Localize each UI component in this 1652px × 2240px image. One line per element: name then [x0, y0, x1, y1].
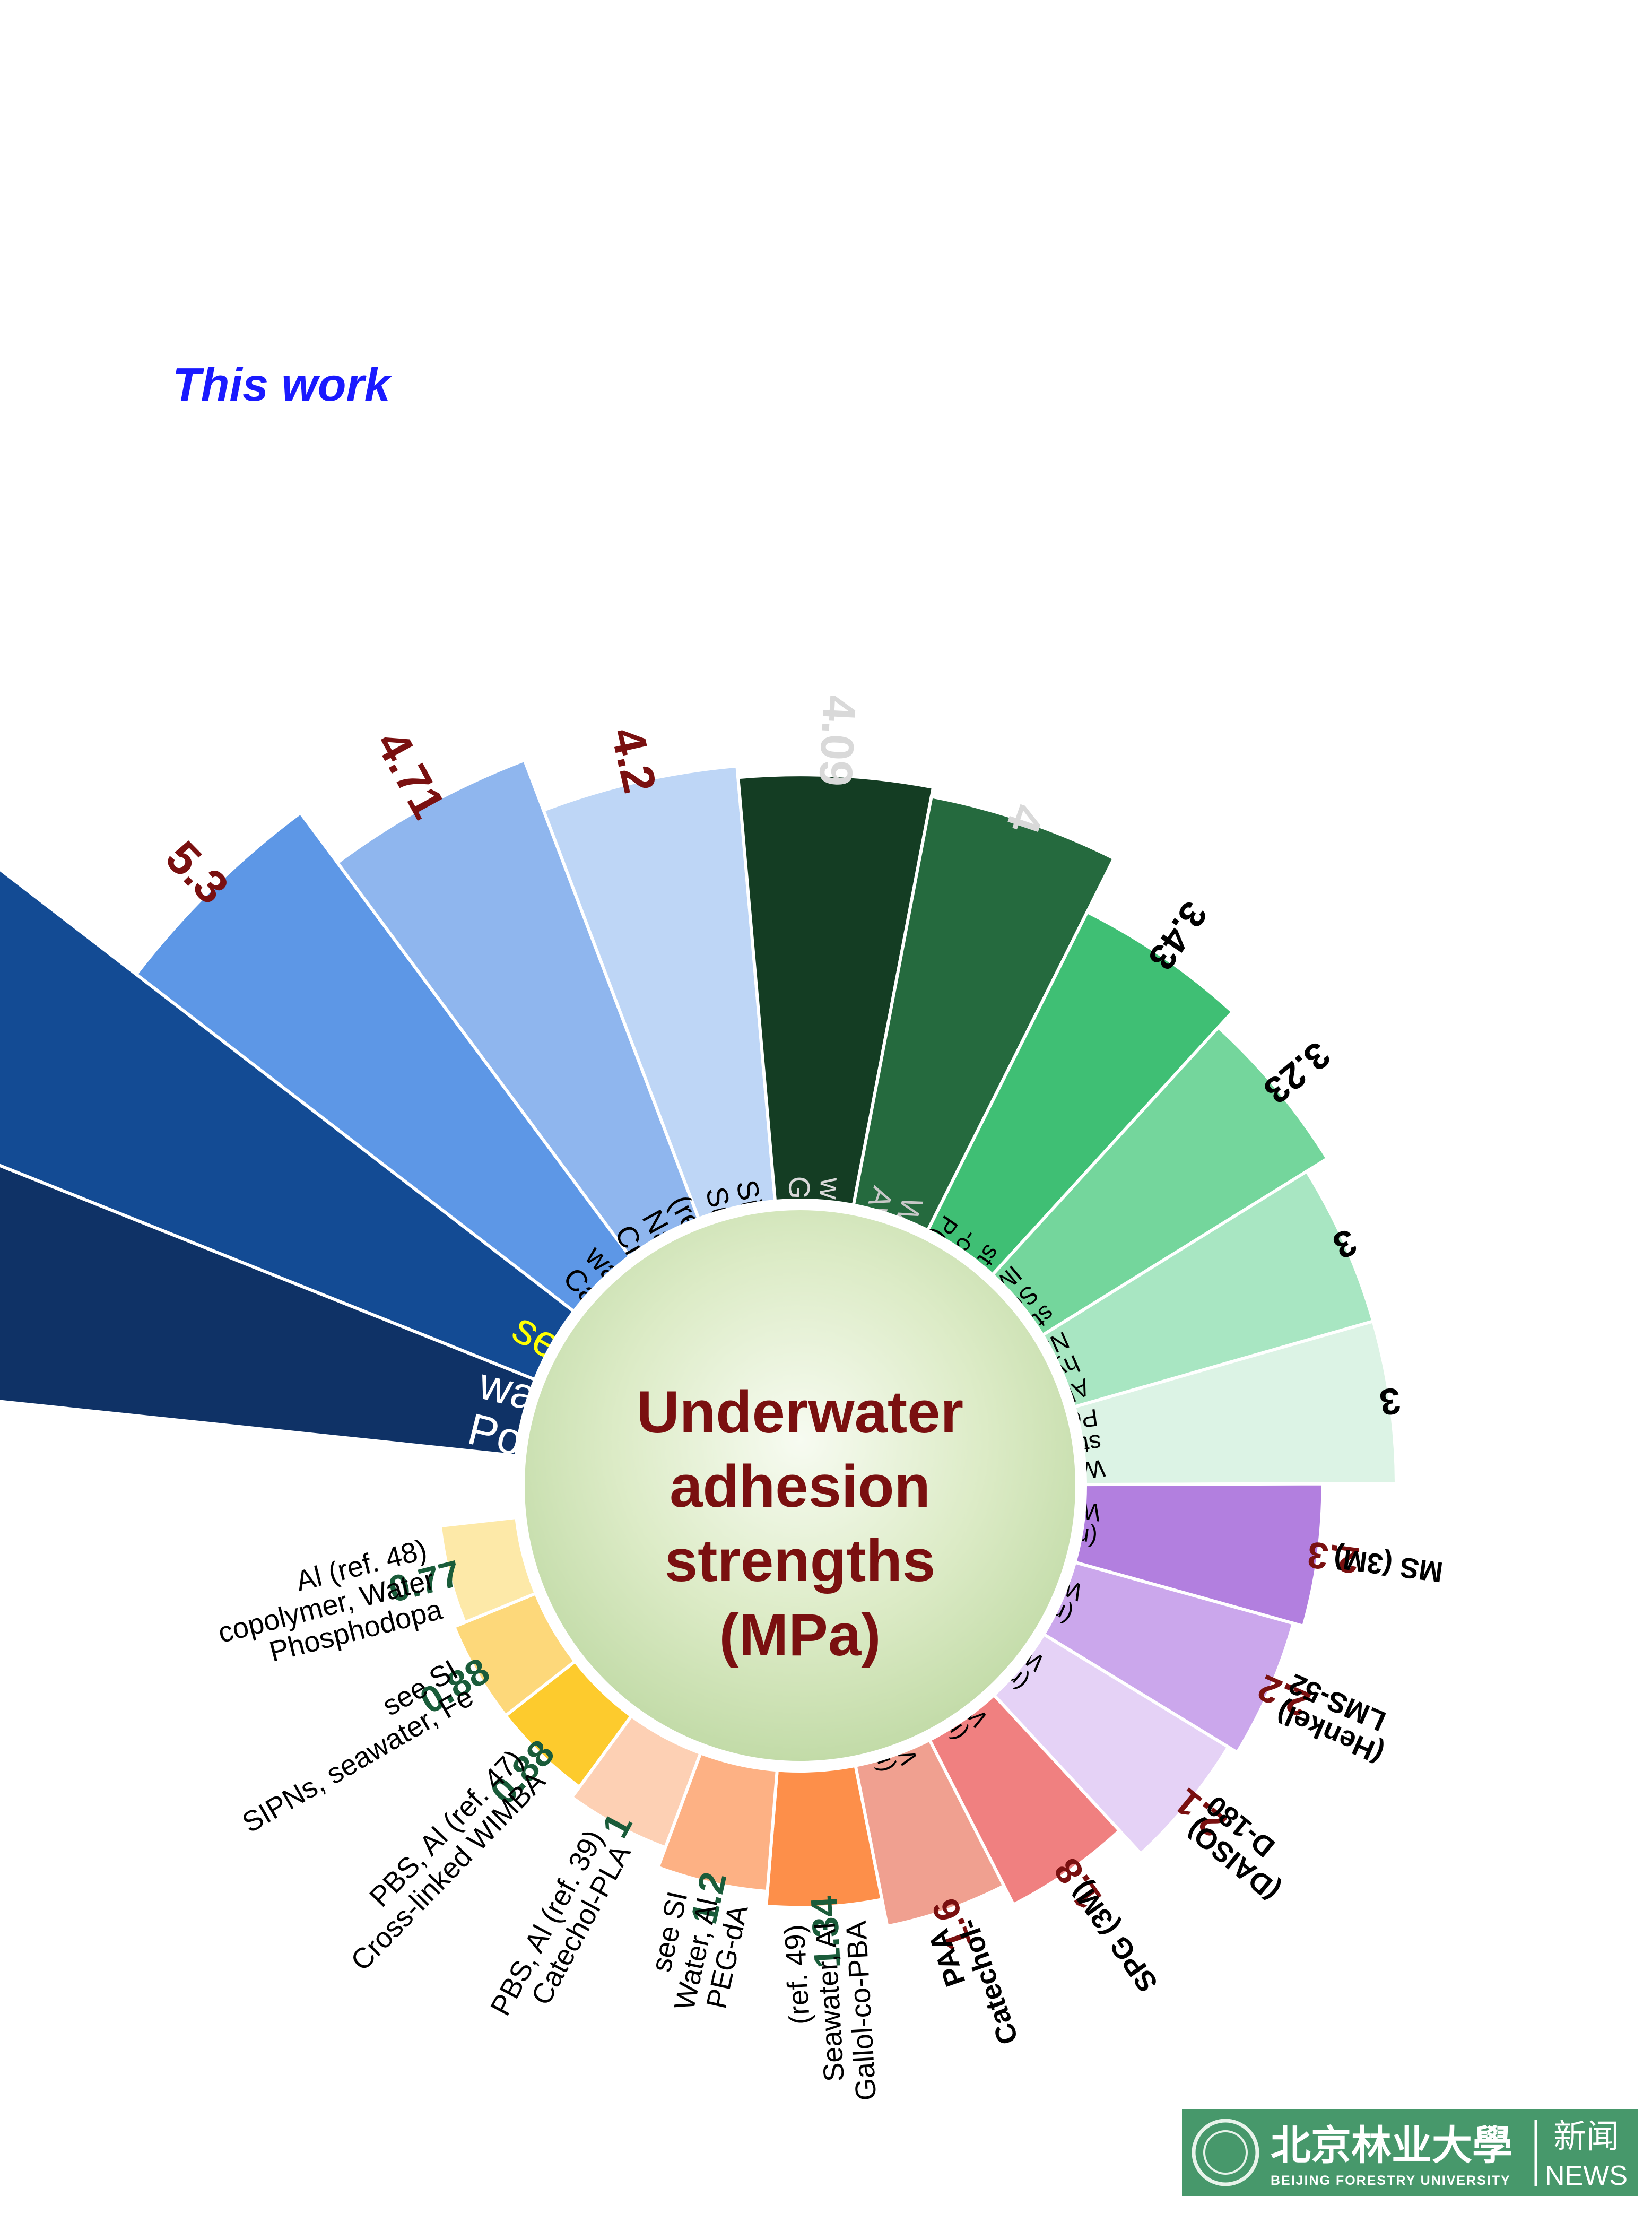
university-seal-icon: [1192, 2119, 1259, 2186]
chart-title-line-1: Underwater: [637, 1379, 963, 1445]
bar-15-outer-label: SPG (3M): [1065, 1875, 1164, 1998]
watermark: 北京林业大學 BEIJING FORESTRY UNIVERSITY 新闻 NE…: [1182, 2109, 1638, 2196]
university-logo-text: 北京林业大學: [1271, 2123, 1512, 2168]
bar-17-outer-label: (ref. 49): [778, 1924, 816, 2026]
bar-17-value-label: 1.34: [803, 1895, 849, 1970]
bar-6-value-label: 4.09: [809, 694, 866, 787]
seal-inner-ring: [1203, 2130, 1248, 2175]
chart-title-line-4: (MPa): [719, 1602, 881, 1668]
center-circle: Underwater adhesion strengths (MPa): [513, 1199, 1087, 1773]
this-work-label: This work: [172, 358, 393, 411]
bars-layer: [0, 758, 1398, 1929]
university-subtitle: BEIJING FORESTRY UNIVERSITY: [1271, 2173, 1511, 2188]
bar-12-value-label: 2.3: [1305, 1534, 1361, 1582]
news-cn-label: 新闻: [1553, 2119, 1619, 2155]
news-en-label: NEWS: [1545, 2160, 1628, 2191]
chart-title-line-2: adhesion: [670, 1453, 931, 1520]
center-disc: [513, 1199, 1087, 1773]
bar-12-outer-label: MS (3M): [1332, 1542, 1445, 1588]
bar-5-value-label: 4.2: [601, 723, 667, 797]
chart-title-line-3: strengths: [665, 1527, 935, 1594]
